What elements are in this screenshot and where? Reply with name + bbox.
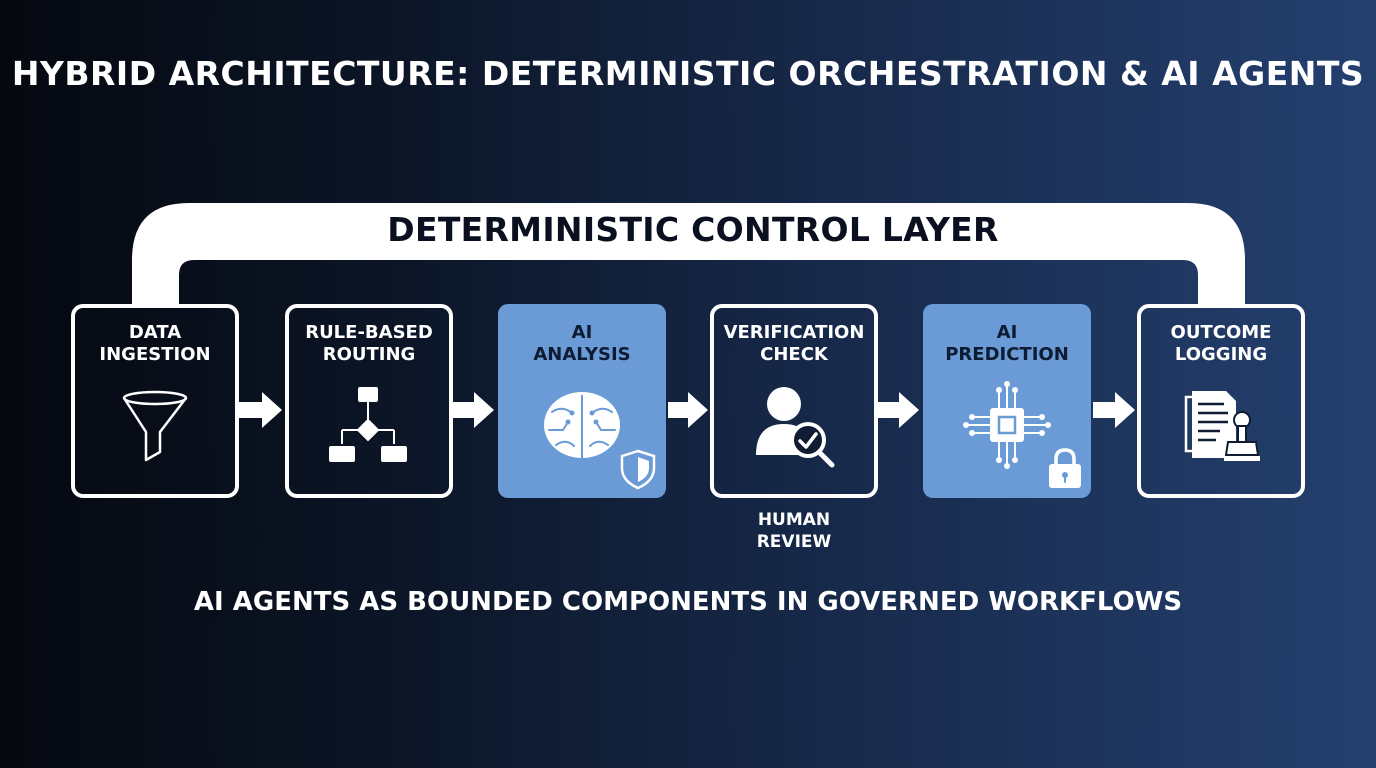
node-box-rule-based-routing <box>285 304 453 498</box>
node-label-ai-prediction: AI PREDICTION <box>945 322 1069 365</box>
arrow-3-icon <box>668 392 708 428</box>
node-box-outcome-logging <box>1137 304 1305 498</box>
node-label-ai-analysis: AI ANALYSIS <box>533 322 631 365</box>
node-label-outcome-logging: OUTCOME LOGGING <box>1170 322 1272 365</box>
flowchart-icon <box>329 387 407 462</box>
arrow-1-icon <box>239 392 282 428</box>
diagram-title: HYBRID ARCHITECTURE: DETERMINISTIC ORCHE… <box>11 54 1365 93</box>
node-label-rule-based-routing: RULE-BASED ROUTING <box>305 322 433 365</box>
bottom-caption: AI AGENTS AS BOUNDED COMPONENTS IN GOVER… <box>193 587 1183 617</box>
human-review-label: HUMAN REVIEW <box>756 510 832 552</box>
node-label-verification-check: VERIFICATION CHECK <box>723 322 865 365</box>
arrow-2-icon <box>453 392 494 428</box>
document-stamp-icon <box>1184 391 1260 461</box>
control-layer-label: DETERMINISTIC CONTROL LAYER <box>387 210 999 249</box>
person-check-icon <box>756 387 835 468</box>
node-box-data-ingestion <box>71 304 239 498</box>
arrow-4-icon <box>878 392 919 428</box>
funnel-icon <box>122 390 188 462</box>
node-label-data-ingestion: DATA INGESTION <box>99 322 211 365</box>
control-layer-arch <box>132 203 1245 305</box>
node-box-verification-check <box>710 304 878 498</box>
chip-lock-icon <box>963 381 1081 488</box>
arrow-5-icon <box>1093 392 1135 428</box>
brain-shield-icon <box>544 392 656 490</box>
